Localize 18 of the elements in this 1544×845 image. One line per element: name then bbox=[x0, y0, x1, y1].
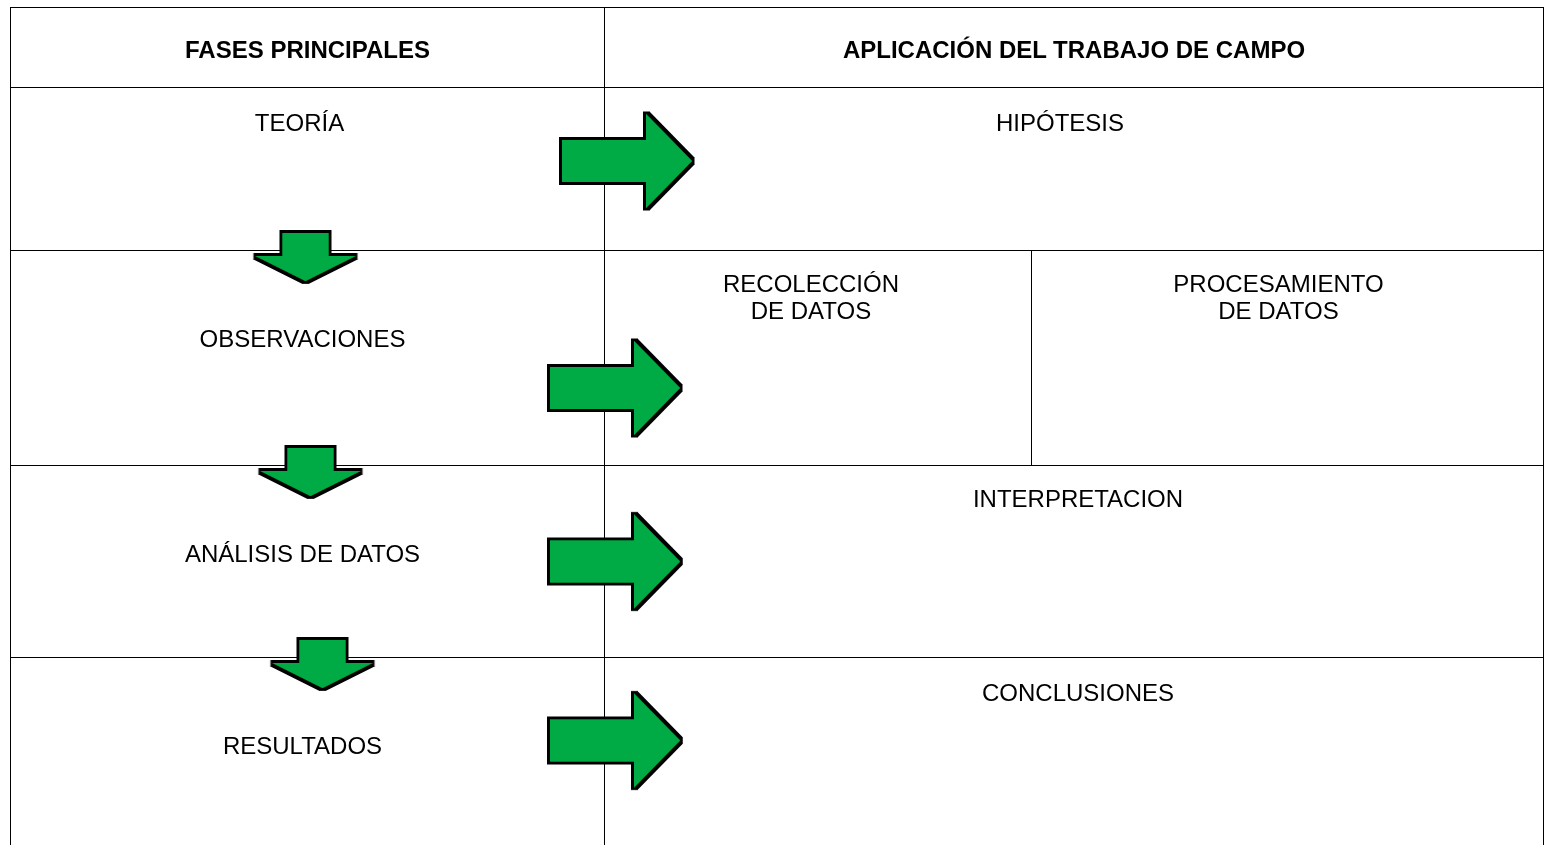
cell-text: INTERPRETACION bbox=[971, 485, 1185, 512]
cell-text: CONCLUSIONES bbox=[980, 679, 1175, 706]
cell-text: RECOLECCIÓN DE DATOS bbox=[722, 270, 900, 324]
header-cell bbox=[10, 7, 605, 88]
cell-text: TEORÍA bbox=[253, 109, 346, 136]
cell-text: PROCESAMIENTO DE DATOS bbox=[1172, 270, 1385, 324]
cell-text: HIPÓTESIS bbox=[995, 109, 1125, 136]
column-heading: APLICACIÓN DEL TRABAJO DE CAMPO bbox=[841, 36, 1307, 63]
block-arrow bbox=[550, 514, 680, 609]
block-arrow bbox=[255, 233, 356, 281]
column-heading: FASES PRINCIPALES bbox=[184, 36, 431, 63]
header-cell bbox=[604, 7, 1544, 88]
block-arrow bbox=[260, 448, 361, 496]
cell-text: RESULTADOS bbox=[221, 732, 384, 759]
block-arrow bbox=[272, 640, 373, 688]
cell-text: ANÁLISIS DE DATOS bbox=[183, 540, 422, 567]
block-arrow bbox=[562, 114, 692, 208]
cell-text: OBSERVACIONES bbox=[198, 325, 407, 352]
